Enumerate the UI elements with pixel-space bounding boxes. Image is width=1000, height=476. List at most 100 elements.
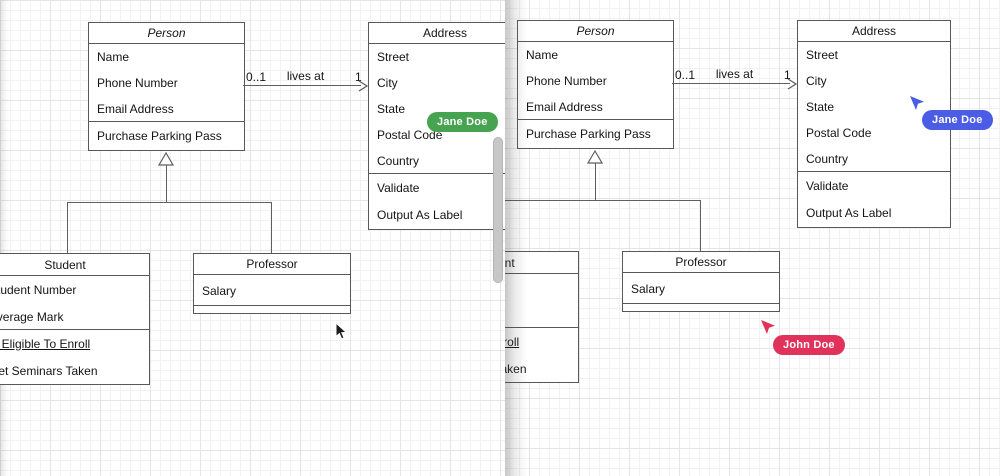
uml-member-label: Validate bbox=[806, 178, 849, 193]
uml-member-row[interactable]: Get Seminars Taken bbox=[505, 355, 578, 382]
uml-member-row[interactable]: Postal Code bbox=[798, 120, 950, 146]
open-arrowhead-icon bbox=[358, 80, 368, 92]
uml-member-row[interactable]: Output As Label bbox=[798, 200, 950, 228]
uml-member-row[interactable]: Validate bbox=[798, 172, 950, 200]
source-multiplicity[interactable]: 0..1 bbox=[675, 68, 696, 82]
uml-section: Student NumberAverage Mark bbox=[505, 274, 578, 328]
uml-member-row[interactable]: Country bbox=[369, 148, 505, 174]
uml-member-label: Postal Code bbox=[806, 126, 872, 140]
uml-member-label: Salary bbox=[202, 283, 237, 298]
uml-member-row[interactable]: Phone Number bbox=[518, 68, 673, 94]
uml-member-row[interactable]: Student Number bbox=[0, 276, 149, 303]
inheritance-branch[interactable] bbox=[505, 200, 700, 201]
mouse-cursor-icon bbox=[335, 322, 348, 340]
uml-member-row[interactable]: Is Eligible To Enroll bbox=[505, 328, 578, 355]
collab-cursor-john-icon bbox=[761, 320, 775, 334]
uml-class-title[interactable]: Address bbox=[798, 21, 950, 42]
uml-member-label: Output As Label bbox=[806, 206, 892, 221]
uml-class-title[interactable]: Student bbox=[0, 254, 149, 276]
uml-member-label: Name bbox=[526, 48, 559, 62]
uml-member-row[interactable]: Phone Number bbox=[89, 70, 244, 96]
inheritance-drop-professor[interactable] bbox=[271, 202, 272, 253]
association-line[interactable] bbox=[672, 83, 790, 84]
presence-badge-jane-blue: Jane Doe bbox=[922, 110, 993, 130]
uml-member-label: Purchase Parking Pass bbox=[526, 127, 651, 141]
uml-member-row[interactable]: Salary bbox=[623, 273, 779, 304]
uml-member-row[interactable]: Street bbox=[369, 44, 505, 70]
uml-member-label: Average Mark bbox=[0, 309, 64, 324]
uml-member-row[interactable]: Get Seminars Taken bbox=[0, 357, 149, 384]
uml-class-student[interactable]: StudentStudent NumberAverage MarkIs Elig… bbox=[505, 251, 579, 383]
uml-member-label: Country bbox=[377, 154, 420, 168]
vertical-scrollbar-thumb[interactable] bbox=[493, 137, 503, 283]
presence-badge-label: Jane Doe bbox=[437, 116, 488, 128]
uml-member-row[interactable]: Name bbox=[89, 44, 244, 70]
uml-member-label: Name bbox=[97, 50, 130, 64]
presence-badge-label: John Doe bbox=[783, 339, 835, 351]
inheritance-drop-professor[interactable] bbox=[700, 200, 701, 251]
uml-member-row[interactable]: Name bbox=[518, 42, 673, 68]
uml-member-label: Street bbox=[806, 48, 839, 62]
inheritance-stem[interactable] bbox=[166, 165, 167, 202]
uml-section: Purchase Parking Pass bbox=[89, 122, 244, 150]
uml-member-row[interactable]: Is Eligible To Enroll bbox=[0, 330, 149, 357]
uml-member-row[interactable]: Purchase Parking Pass bbox=[518, 120, 673, 148]
uml-member-label: Is Eligible To Enroll bbox=[0, 336, 91, 351]
hollow-triangle-arrowhead-icon bbox=[158, 152, 174, 166]
uml-class-title[interactable]: Professor bbox=[623, 252, 779, 273]
association-line[interactable] bbox=[243, 85, 361, 86]
uml-member-row[interactable]: Salary bbox=[194, 275, 350, 306]
uml-member-row[interactable]: Street bbox=[798, 42, 950, 68]
uml-class-student[interactable]: StudentStudent NumberAverage Mark Is Elig… bbox=[0, 253, 150, 385]
uml-member-row[interactable]: Postal Code bbox=[369, 122, 505, 148]
uml-section bbox=[623, 304, 779, 311]
uml-member-label: Email Address bbox=[526, 100, 603, 114]
association-label[interactable]: lives at bbox=[715, 67, 754, 81]
uml-member-row[interactable]: City bbox=[369, 70, 505, 96]
uml-member-label: Street bbox=[377, 50, 410, 64]
uml-class-title[interactable]: Student bbox=[505, 252, 578, 274]
inheritance-branch[interactable] bbox=[67, 202, 271, 203]
association-label[interactable]: lives at bbox=[286, 69, 325, 83]
uml-member-row[interactable]: Student Number bbox=[505, 274, 578, 301]
uml-section: Student NumberAverage Mark bbox=[0, 276, 149, 330]
uml-member-row[interactable]: Validate bbox=[369, 174, 505, 202]
inheritance-drop-student[interactable] bbox=[67, 202, 68, 253]
uml-class-title[interactable]: Address bbox=[369, 23, 505, 44]
uml-member-label: Get Seminars Taken bbox=[505, 361, 527, 376]
target-multiplicity[interactable]: 1 bbox=[784, 68, 791, 82]
uml-member-row[interactable]: Email Address bbox=[89, 96, 244, 122]
uml-member-row[interactable]: Country bbox=[798, 146, 950, 172]
uml-class-title[interactable]: Professor bbox=[194, 254, 350, 275]
uml-member-label: State bbox=[806, 100, 835, 114]
uml-member-label: Student Number bbox=[0, 282, 77, 297]
presence-badge-jane-green: Jane Doe bbox=[427, 112, 498, 132]
uml-member-row[interactable]: Average Mark bbox=[505, 301, 578, 328]
uml-member-row[interactable]: Average Mark bbox=[0, 303, 149, 330]
uml-member-row[interactable]: Output As Label bbox=[369, 202, 505, 230]
uml-member-row[interactable]: Email Address bbox=[518, 94, 673, 120]
left-window-edge bbox=[0, 0, 9, 476]
uml-member-row[interactable]: State bbox=[369, 96, 505, 122]
uml-section: Is Eligible To EnrollGet Seminars Taken bbox=[505, 328, 578, 382]
open-arrowhead-icon bbox=[787, 78, 797, 90]
uml-member-row[interactable]: Purchase Parking Pass bbox=[89, 122, 244, 150]
uml-member-label: Phone Number bbox=[97, 76, 178, 90]
uml-class-title[interactable]: Person bbox=[518, 21, 673, 42]
uml-member-row[interactable]: City bbox=[798, 68, 950, 94]
uml-member-label: Phone Number bbox=[526, 74, 607, 88]
inheritance-stem[interactable] bbox=[595, 163, 596, 200]
target-multiplicity[interactable]: 1 bbox=[355, 70, 362, 84]
uml-member-row[interactable]: State bbox=[798, 94, 950, 120]
source-multiplicity[interactable]: 0..1 bbox=[246, 70, 267, 84]
uml-class-title[interactable]: Person bbox=[89, 23, 244, 44]
